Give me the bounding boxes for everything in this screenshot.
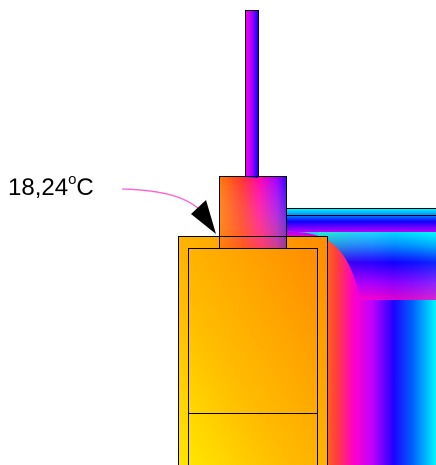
cap-block-shade [219, 176, 287, 248]
inner-body-outline [188, 248, 318, 465]
temperature-label: 18,24oC [8, 172, 94, 204]
cap-outline [219, 176, 287, 248]
corner-transition [286, 231, 436, 300]
inner-body [188, 248, 318, 465]
outlines [178, 10, 436, 465]
outer-casing-outline [178, 236, 328, 465]
degree-sign: o [68, 171, 77, 188]
temperature-unit: C [76, 174, 94, 201]
vertical-rod [245, 10, 258, 178]
temperature-value: 18,24 [8, 174, 69, 201]
leader-line [121, 188, 201, 211]
pointer-arrow [191, 200, 216, 234]
